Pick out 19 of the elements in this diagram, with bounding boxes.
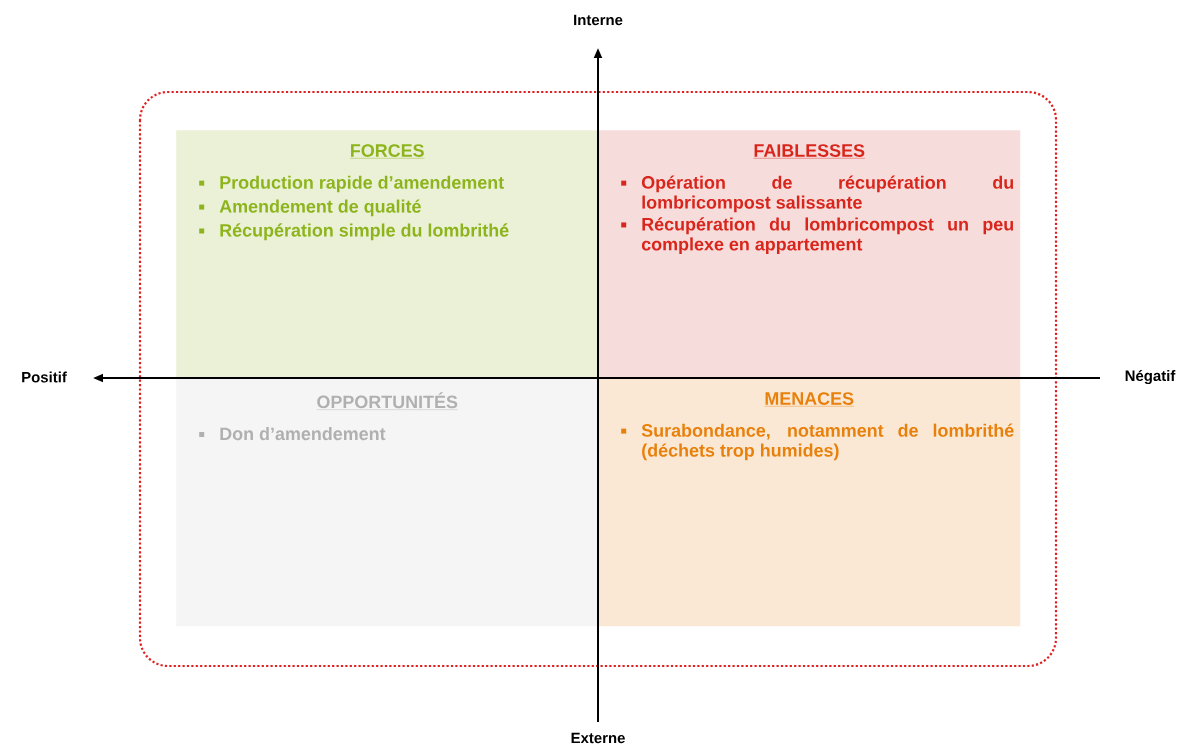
quadrant-box <box>176 130 599 379</box>
axis-label: Négatif <box>1125 369 1176 385</box>
quadrant-box <box>598 378 1021 627</box>
bullet-text: Production rapide d’amendement <box>220 175 504 193</box>
heading: FAIBLESSES <box>753 144 866 159</box>
bullet-text: Récupération du lombricompost un peu complexe en appartement <box>641 217 1014 255</box>
axis-label: Externe <box>571 732 625 744</box>
quadrant-box <box>176 378 599 627</box>
axis-label: Interne <box>574 14 623 26</box>
bullet-text: Opération de récupération du lombricompost salissante <box>641 175 1014 213</box>
bullet-text: Récupération simple du lombrithé <box>220 223 509 241</box>
bullet-text: Don d’amendement <box>220 427 386 441</box>
quadrant-box <box>598 130 1021 379</box>
heading: OPPORTUNITÉS <box>316 392 459 410</box>
bullet-text: Amendement de qualité <box>219 199 421 217</box>
axis-label: Positif <box>22 371 67 383</box>
heading: FORCES <box>349 144 425 159</box>
bullet-text: Surabondance, notamment de lombrithé (déchets trop humides) <box>641 423 1014 461</box>
heading: MENACES <box>764 392 855 407</box>
